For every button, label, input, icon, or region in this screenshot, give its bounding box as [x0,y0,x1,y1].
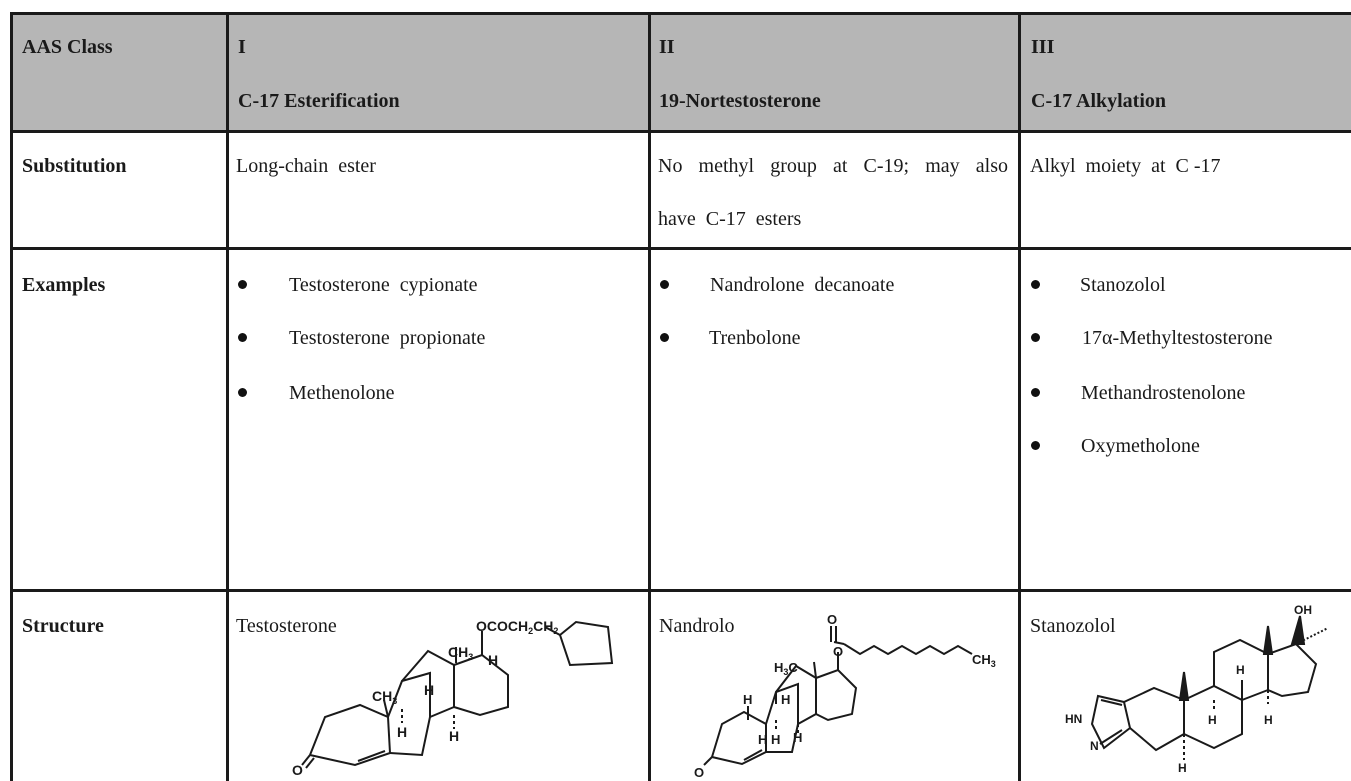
h-label: H [1178,761,1187,775]
bullet-icon [660,280,669,289]
structure-class1-name: Testosterone [236,615,337,637]
list-item: Testosterone cypionate [289,274,478,296]
column-divider-3 [1018,14,1021,781]
oxygen-label: O [833,644,843,659]
substitution-class1: Long-chain ester [236,155,376,177]
column-divider-2 [648,14,651,781]
list-item: Nandrolone decanoate [710,274,895,296]
h-label: H [1236,663,1245,677]
oxygen-label: O [827,612,837,627]
header-class2-title: 19-Nortestosterone [659,90,821,112]
h-label: H [424,682,434,698]
substitution-class2-line2: have C-17 esters [658,208,802,230]
substitution-class2-line1: No methyl group at C-19; may also [658,155,1008,177]
h-label: H [488,652,498,668]
list-item: Stanozolol [1080,274,1166,296]
header-row-background [12,14,1351,132]
h-label: H [1208,713,1217,727]
list-item: Methandrostenolone [1081,382,1246,404]
list-item: Methenolone [289,382,395,404]
row-divider-substitution [10,247,1351,250]
header-class1-title: C-17 Esterification [238,90,400,112]
row-label-examples: Examples [22,274,106,296]
substitution-class3: Alkyl moiety at C -17 [1030,155,1221,177]
table-border-top [10,12,1351,15]
row-label-structure: Structure [22,615,104,637]
header-class3-numeral: III [1031,36,1055,58]
list-item: Trenbolone [709,327,801,349]
list-item: Testosterone propionate [289,327,486,349]
bullet-icon [1031,388,1040,397]
testosterone-cypionate-structure: OCOCH2CH2 CH3 H CH3 H H H O [292,618,614,778]
h-label: H [793,730,802,745]
ch3-label: CH3 [372,688,397,706]
header-class1-numeral: I [238,36,246,58]
list-item: 17α-Methyltestosterone [1082,327,1273,349]
h-label: H [771,732,780,747]
oxygen-label: O [694,765,704,780]
bullet-icon [238,280,247,289]
header-class3-title: C-17 Alkylation [1031,90,1167,112]
bullet-icon [238,388,247,397]
row-label-substitution: Substitution [22,155,127,177]
row-divider-examples [10,589,1351,592]
column-divider-1 [226,14,229,781]
hn-label: HN [1065,712,1082,726]
nandrolone-decanoate-structure: O O CH3 H3C H H H H H O [694,612,996,780]
h-label: H [781,692,790,707]
column-divider-left [10,14,13,781]
bullet-icon [1031,280,1040,289]
ch3-label: CH3 [972,652,996,669]
h-label: H [758,732,767,747]
hydroxyl-label: OH [1294,603,1312,617]
oxygen-label: O [292,762,303,778]
header-aas-class: AAS Class [22,36,113,58]
bullet-icon [1031,441,1040,450]
h-label: H [1264,713,1273,727]
header-class2-numeral: II [659,36,675,58]
structure-class3-name: Stanozolol [1030,615,1116,637]
structure-class2-name: Nandrolo [659,615,735,637]
bullet-icon [660,333,669,342]
nitrogen-label: N [1090,739,1099,753]
bullet-icon [238,333,247,342]
h-label: H [397,724,407,740]
ch3-label: CH3 [448,644,473,662]
ester-label: OCOCH2CH2 [476,618,558,636]
h-label: H [743,692,752,707]
bullet-icon [1031,333,1040,342]
h-label: H [449,728,459,744]
h3c-label: H3C [774,660,798,677]
stanozolol-structure: OH HN N H H H H [1065,603,1329,775]
list-item: Oxymetholone [1081,435,1200,457]
row-divider-header [10,130,1351,133]
